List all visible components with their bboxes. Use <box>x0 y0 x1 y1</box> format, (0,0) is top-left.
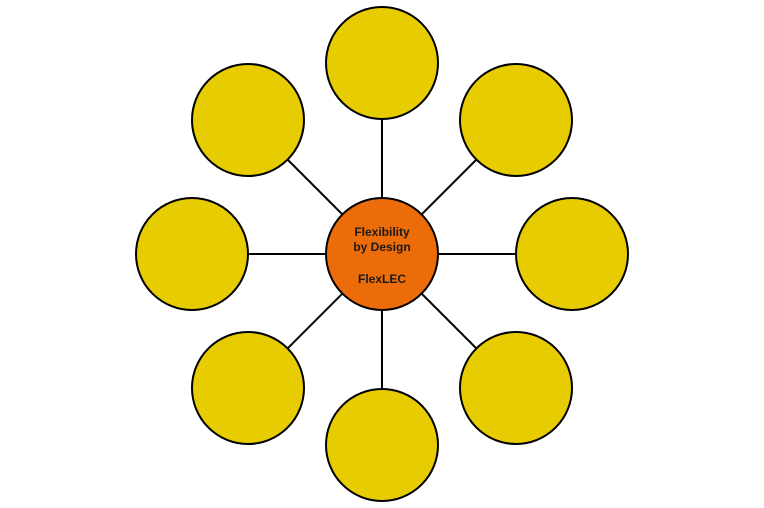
hub-circle <box>325 197 439 311</box>
hub-title-line-2: by Design <box>353 240 410 254</box>
node-right[interactable] <box>515 197 629 311</box>
node-lower-right[interactable] <box>459 331 573 445</box>
nodes <box>135 6 629 502</box>
hub-title-line-1: Flexibility <box>354 225 410 239</box>
node-lower-left[interactable] <box>191 331 305 445</box>
node-upper-left[interactable] <box>191 63 305 177</box>
hub-node[interactable]: Flexibility by Design FlexLEC <box>325 197 439 311</box>
node-upper-right[interactable] <box>459 63 573 177</box>
node-top[interactable] <box>325 6 439 120</box>
hub-label: FlexLEC <box>358 272 406 286</box>
node-left[interactable] <box>135 197 249 311</box>
node-bottom[interactable] <box>325 388 439 502</box>
